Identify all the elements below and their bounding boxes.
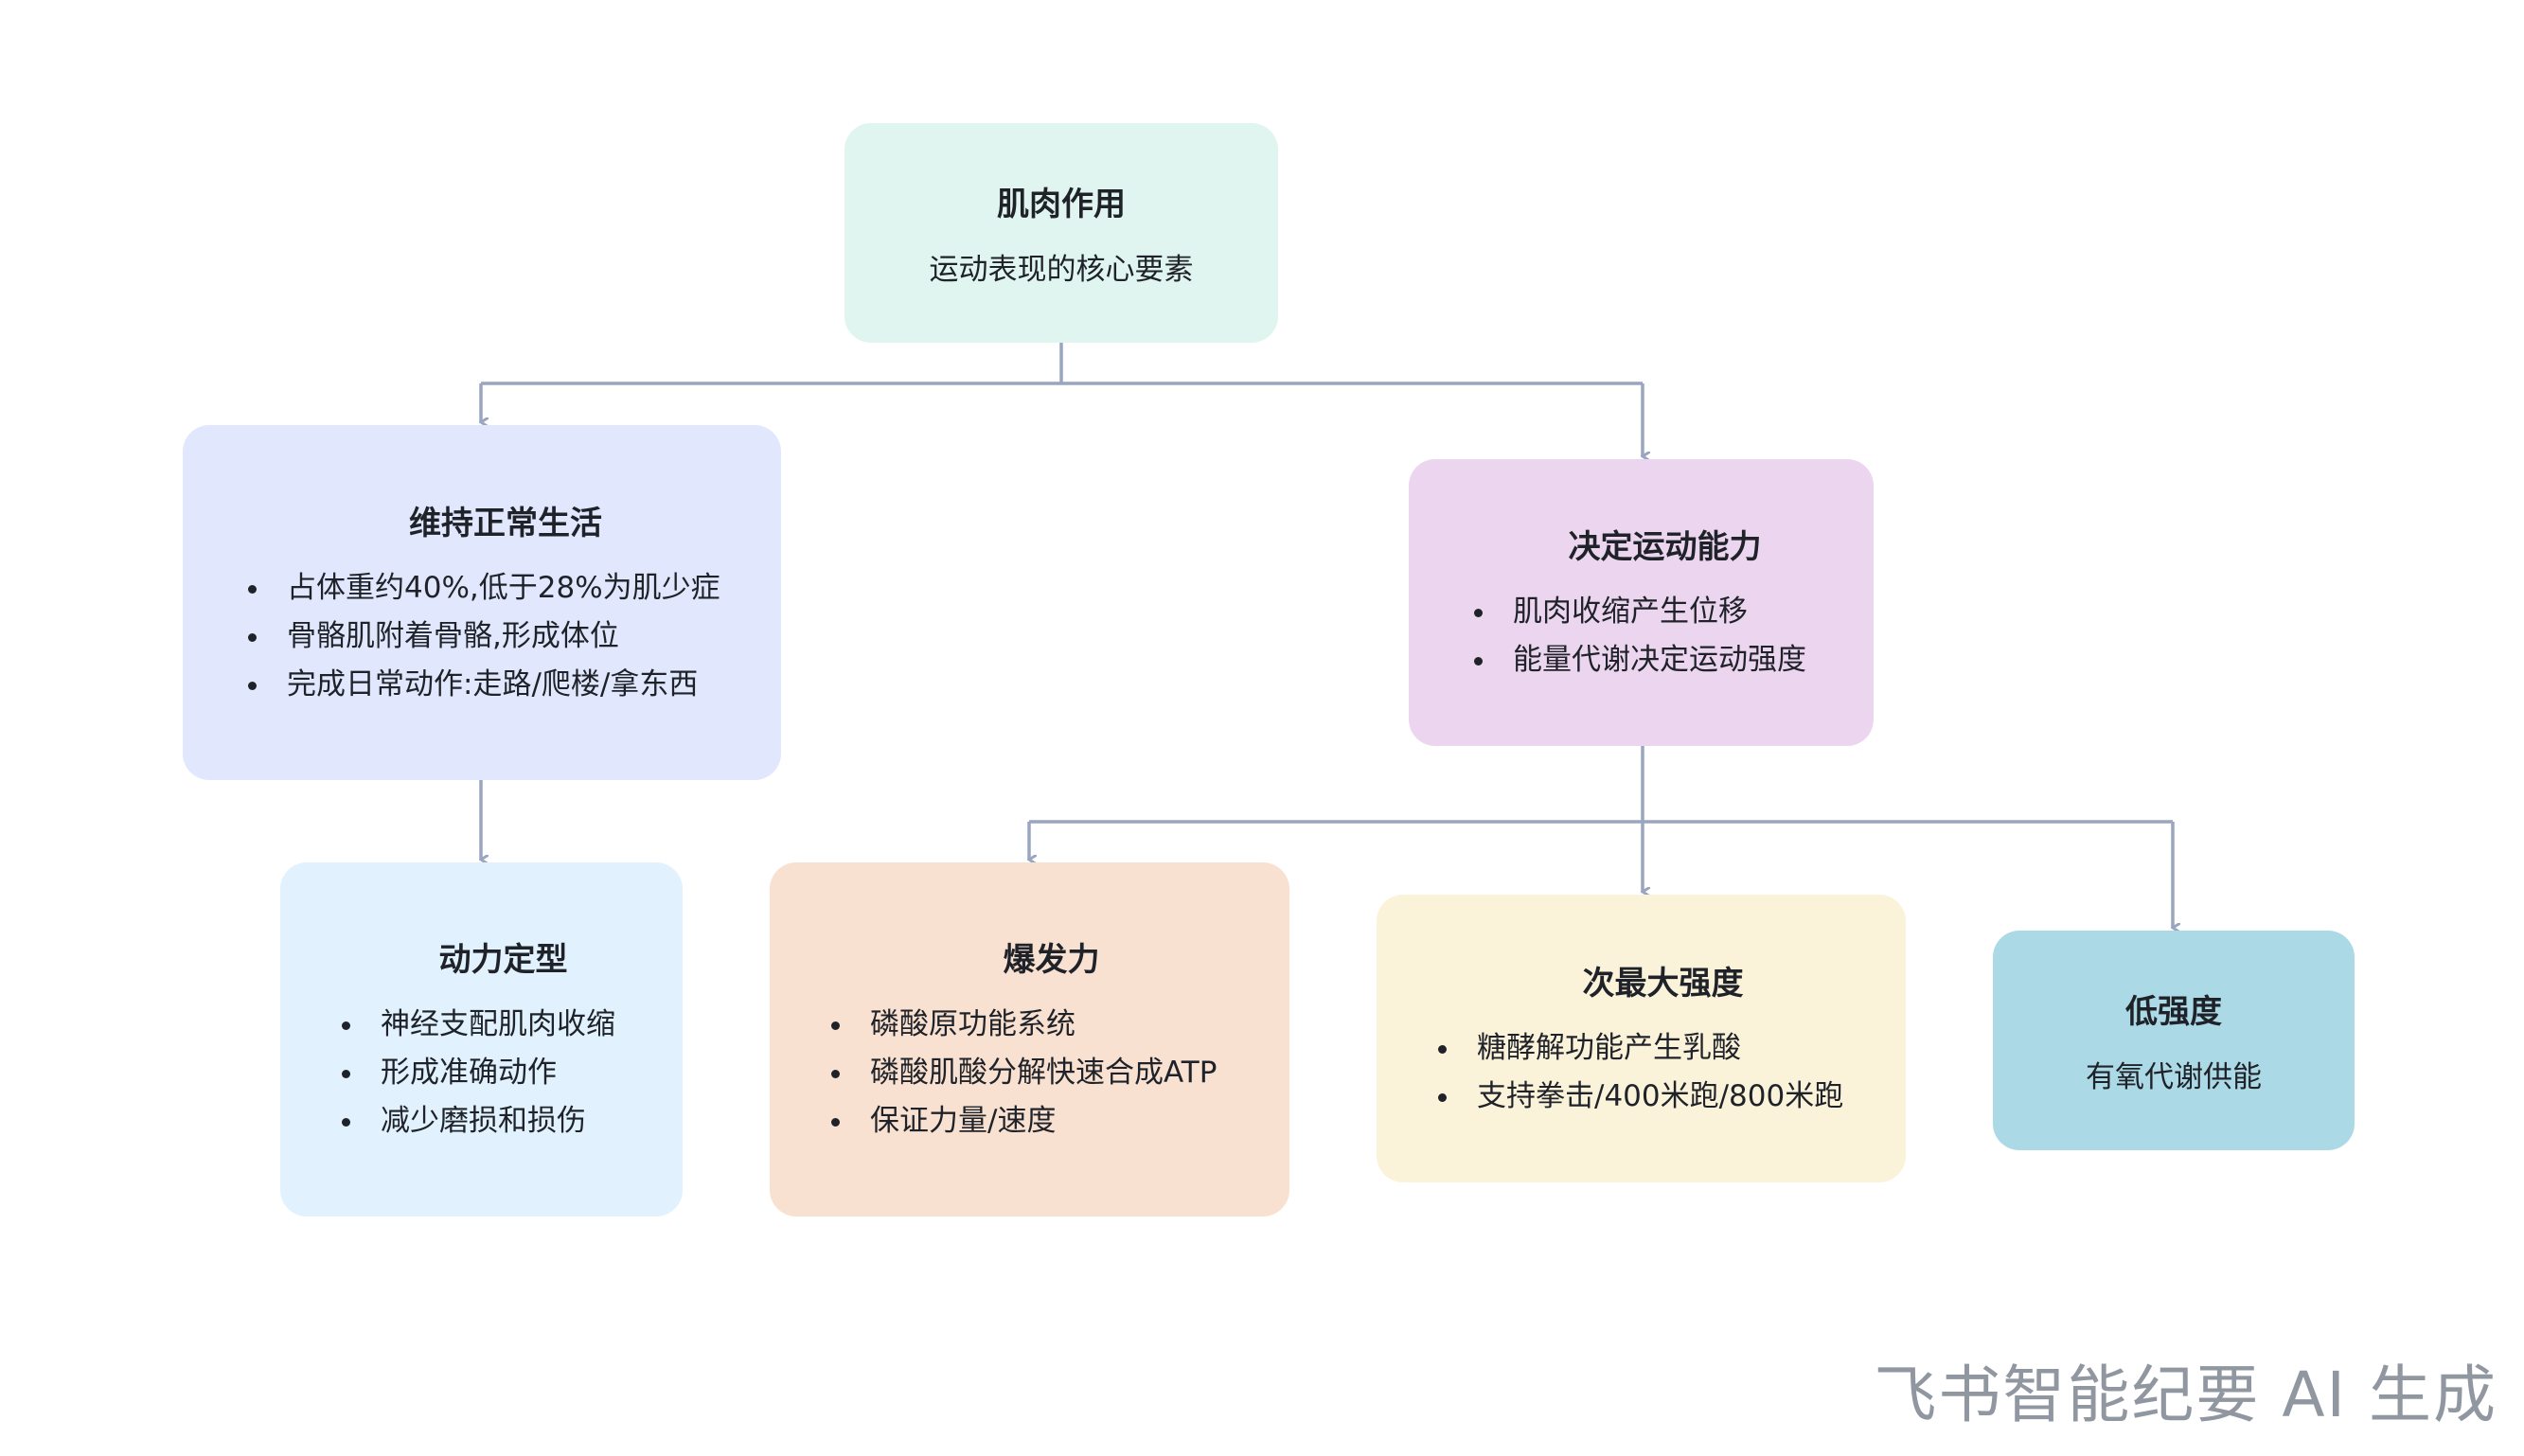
list-item: 形成准确动作 — [365, 1049, 615, 1097]
node-subtitle: 有氧代谢供能 — [2086, 1060, 2262, 1094]
node-title: 爆发力 — [1003, 941, 1100, 979]
bullet-list: 糖酵解功能产生乳酸 支持拳击/400米跑/800米跑 — [1420, 1024, 1843, 1121]
connector-right — [1029, 746, 2173, 824]
node-motor-pattern: 动力定型 神经支配肌肉收缩 形成准确动作 减少磨损和损伤 — [280, 862, 683, 1216]
connector-root — [481, 343, 1643, 385]
list-item: 骨骼肌附着骨骼,形成体位 — [272, 613, 720, 661]
list-item: 保证力量/速度 — [855, 1097, 1217, 1145]
node-title: 次最大强度 — [1582, 964, 1744, 1003]
node-subtitle: 运动表现的核心要素 — [929, 253, 1194, 287]
node-title: 动力定型 — [438, 941, 568, 979]
list-item: 磷酸原功能系统 — [855, 1001, 1217, 1049]
list-item: 神经支配肌肉收缩 — [365, 1001, 615, 1049]
node-explosive-power: 爆发力 磷酸原功能系统 磷酸肌酸分解快速合成ATP 保证力量/速度 — [770, 862, 1289, 1216]
bullet-list: 肌肉收缩产生位移 能量代谢决定运动强度 — [1456, 588, 1806, 684]
node-submax-intensity: 次最大强度 糖酵解功能产生乳酸 支持拳击/400米跑/800米跑 — [1377, 895, 1906, 1182]
list-item: 完成日常动作:走路/爬楼/拿东西 — [272, 661, 720, 709]
list-item: 支持拳击/400米跑/800米跑 — [1462, 1073, 1843, 1121]
node-low-intensity: 低强度 有氧代谢供能 — [1993, 931, 2355, 1150]
node-title: 维持正常生活 — [409, 504, 602, 542]
node-sports-ability: 决定运动能力 肌肉收缩产生位移 能量代谢决定运动强度 — [1409, 459, 1874, 746]
bullet-list: 神经支配肌肉收缩 形成准确动作 减少磨损和损伤 — [324, 1001, 615, 1145]
node-root: 肌肉作用 运动表现的核心要素 — [844, 123, 1278, 343]
bullet-list: 磷酸原功能系统 磷酸肌酸分解快速合成ATP 保证力量/速度 — [813, 1001, 1217, 1145]
list-item: 减少磨损和损伤 — [365, 1097, 615, 1145]
node-title: 低强度 — [2125, 993, 2222, 1031]
list-item: 肌肉收缩产生位移 — [1498, 588, 1806, 636]
node-title: 肌肉作用 — [997, 186, 1126, 223]
list-item: 占体重约40%,低于28%为肌少症 — [272, 564, 720, 613]
list-item: 能量代谢决定运动强度 — [1498, 636, 1806, 684]
list-item: 糖酵解功能产生乳酸 — [1462, 1024, 1843, 1073]
watermark: 飞书智能纪要 AI 生成 — [1874, 1358, 2497, 1431]
node-title: 决定运动能力 — [1568, 528, 1762, 566]
bullet-list: 占体重约40%,低于28%为肌少症 骨骼肌附着骨骼,形成体位 完成日常动作:走路… — [230, 564, 720, 709]
node-daily-life: 维持正常生活 占体重约40%,低于28%为肌少症 骨骼肌附着骨骼,形成体位 完成… — [183, 425, 781, 780]
list-item: 磷酸肌酸分解快速合成ATP — [855, 1049, 1217, 1097]
